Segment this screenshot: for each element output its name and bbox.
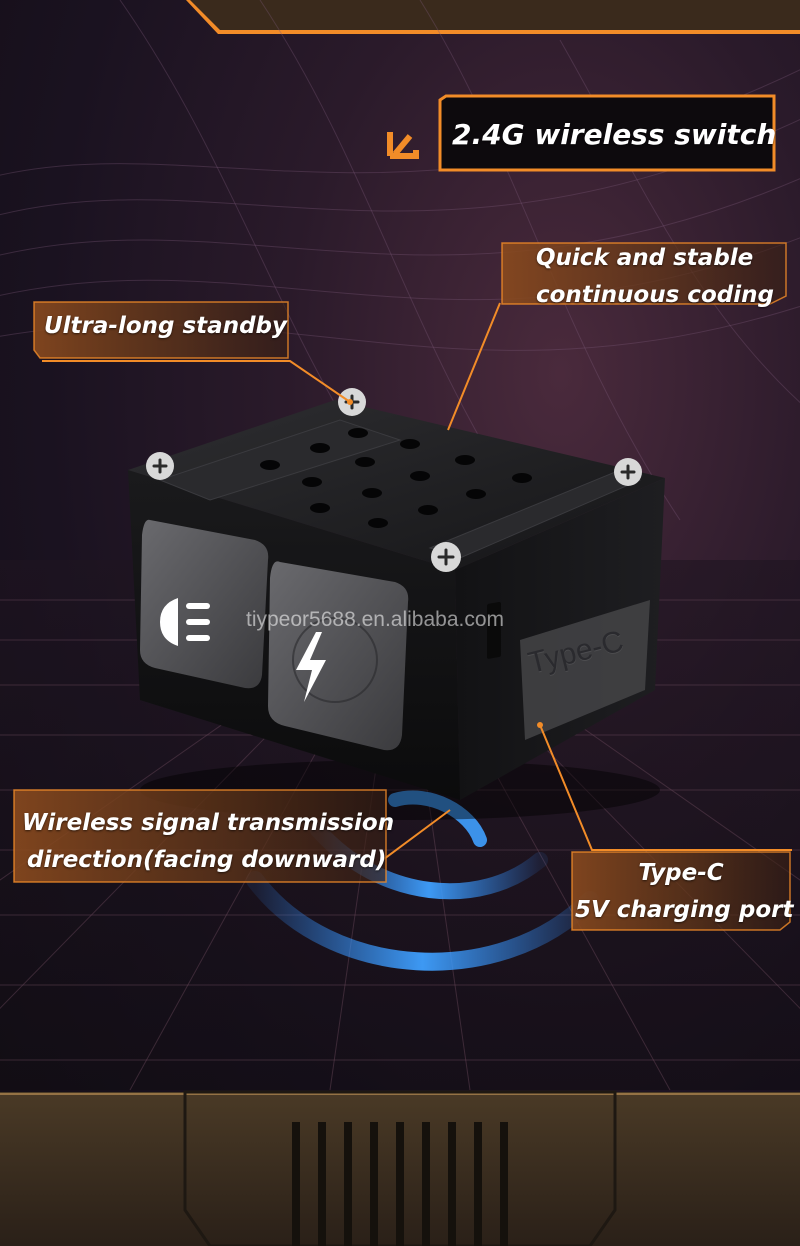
top-frame: [0, 0, 800, 34]
port-callout-label: Type-C 5V charging port: [575, 855, 794, 929]
coding-callout-line-1: Quick and stable: [536, 245, 754, 271]
arrow-down-left-icon: [387, 132, 419, 159]
coding-callout-label: Quick and stable continuous coding: [536, 240, 774, 314]
type-c-port-panel: [487, 600, 650, 740]
signal-callout-line-1: Wireless signal transmission: [22, 810, 395, 836]
screw-icon: [146, 388, 642, 572]
signal-callout-line-2: direction(facing downward): [27, 847, 387, 873]
callout-leaders: [42, 302, 792, 863]
standby-callout-box: [33, 301, 289, 359]
signal-callout-label: Wireless signal transmission direction(f…: [22, 805, 394, 879]
port-callout-line-2: 5V charging port: [575, 897, 794, 923]
headlight-button: [140, 519, 269, 689]
port-callout-line-1: Type-C: [638, 860, 724, 886]
headline-title: 2.4G wireless switch: [452, 118, 777, 151]
signal-callout-box: [13, 789, 387, 883]
standby-callout-label: Ultra-long standby: [44, 313, 287, 339]
wireless-switch-device: [128, 388, 665, 820]
coding-callout-box: [501, 242, 787, 305]
coding-callout-line-2: continuous coding: [536, 282, 774, 308]
bottom-frame: [0, 1090, 800, 1246]
port-callout-box: [571, 851, 791, 931]
lightning-bolt-icon: [296, 632, 326, 702]
headlight-icon: [160, 598, 210, 646]
watermark: tiypeor5688.en.alibaba.com: [246, 608, 505, 631]
lightning-button: [268, 561, 409, 751]
headline-box: [387, 94, 776, 172]
